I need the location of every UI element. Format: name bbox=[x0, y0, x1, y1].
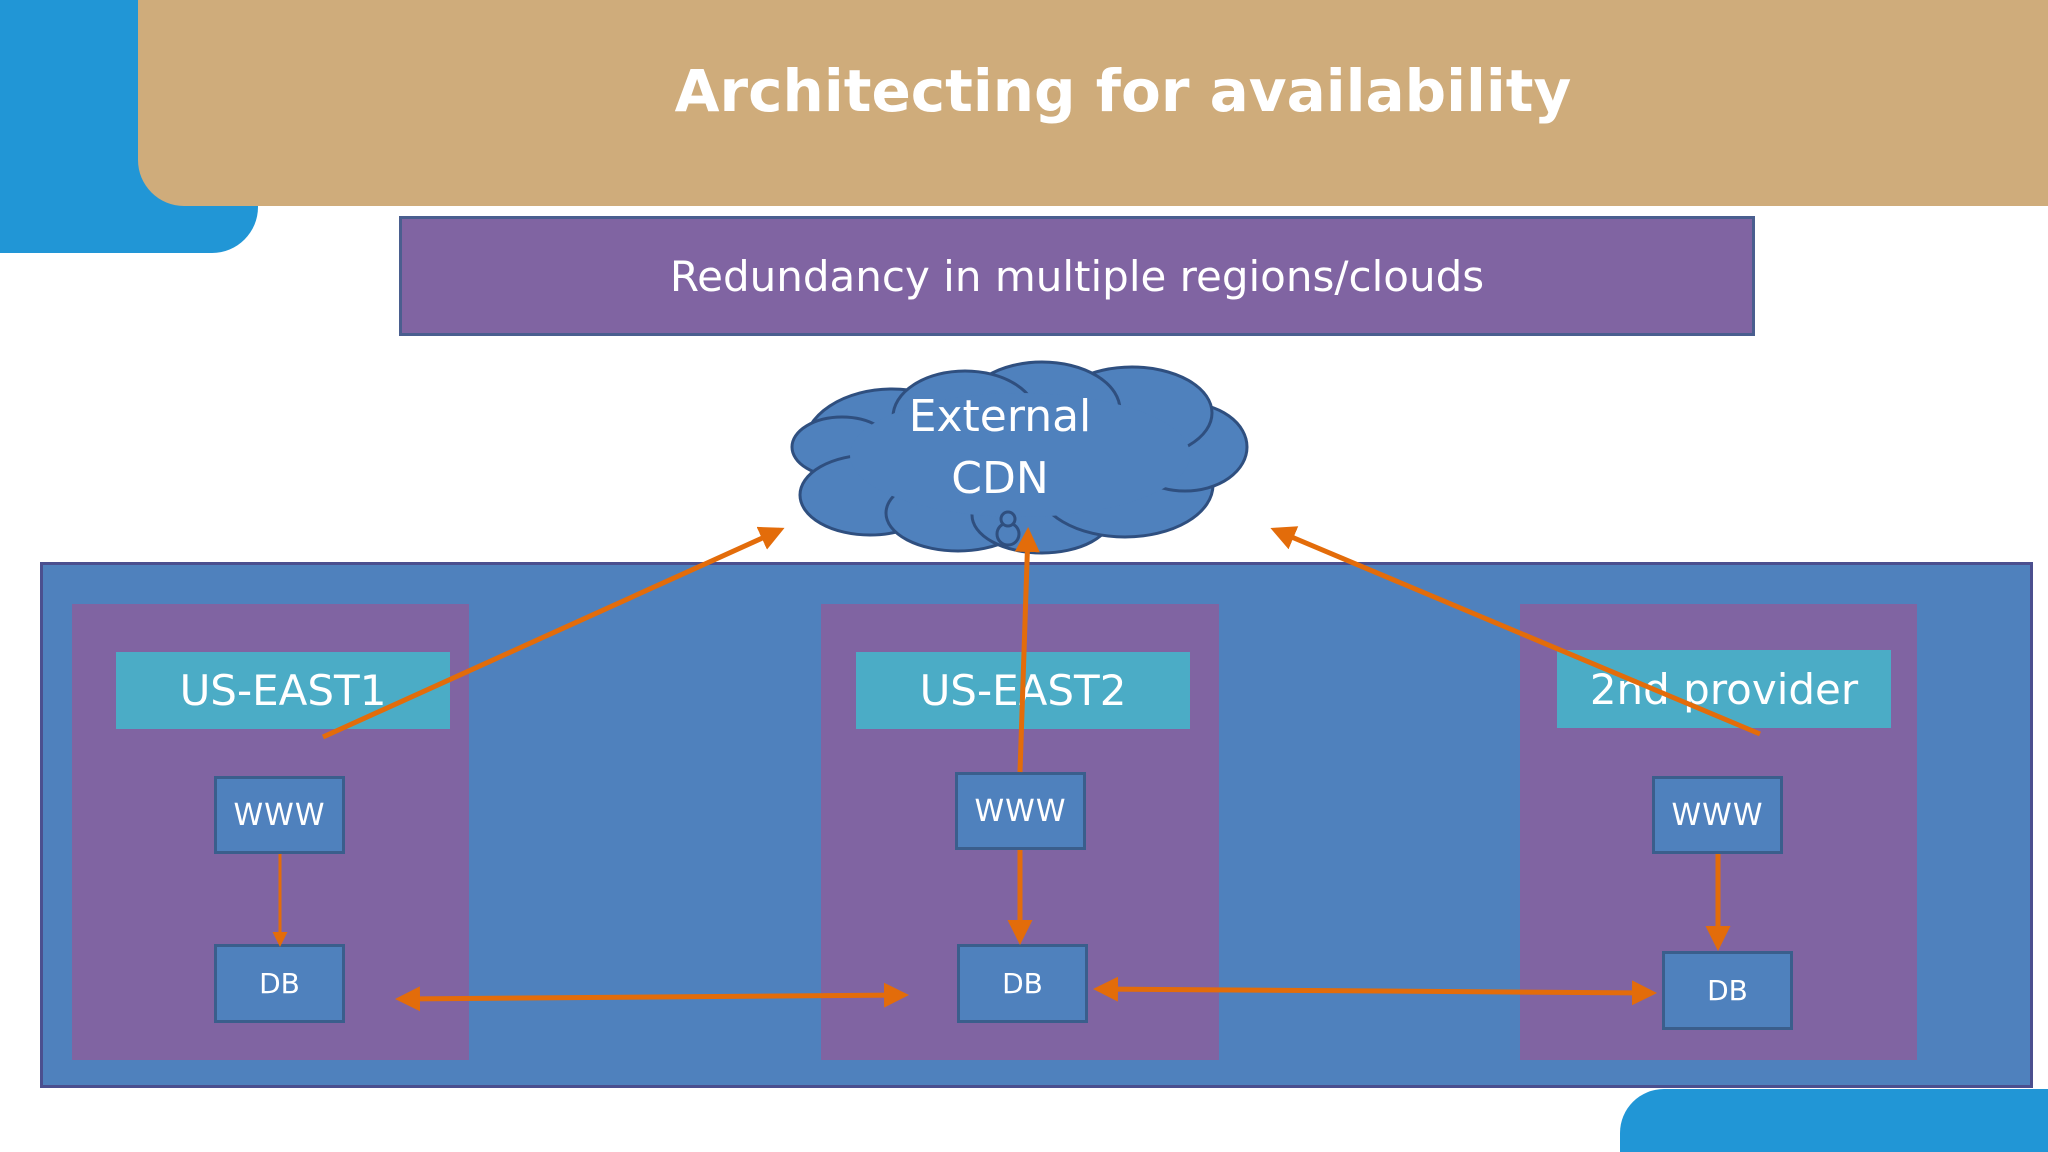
db-node-2nd-provider: DB bbox=[1662, 951, 1793, 1030]
subtitle-bar: Redundancy in multiple regions/clouds bbox=[399, 216, 1755, 336]
www-node-us-east2: WWW bbox=[955, 772, 1086, 850]
cdn-cloud-icon bbox=[790, 360, 1249, 555]
region-label-us-east1: US-EAST1 bbox=[116, 652, 450, 729]
region-label-us-east2: US-EAST2 bbox=[856, 652, 1190, 729]
db-node-us-east2: DB bbox=[957, 944, 1088, 1023]
www-node-2nd-provider: WWW bbox=[1652, 776, 1783, 854]
cdn-label-line2: CDN bbox=[951, 453, 1049, 504]
title-banner: Architecting for availability bbox=[138, 0, 2048, 206]
slide-subtitle: Redundancy in multiple regions/clouds bbox=[669, 251, 1485, 301]
db-node-us-east1: DB bbox=[214, 944, 345, 1023]
slide-title: Architecting for availability bbox=[674, 57, 1572, 125]
cdn-label-line1: External bbox=[908, 391, 1092, 442]
region-label-2nd-provider: 2nd provider bbox=[1557, 650, 1891, 728]
cdn-label: External CDN bbox=[870, 386, 1130, 510]
corner-decoration-bottom-right bbox=[1620, 1089, 2048, 1152]
www-node-us-east1: WWW bbox=[214, 776, 345, 854]
